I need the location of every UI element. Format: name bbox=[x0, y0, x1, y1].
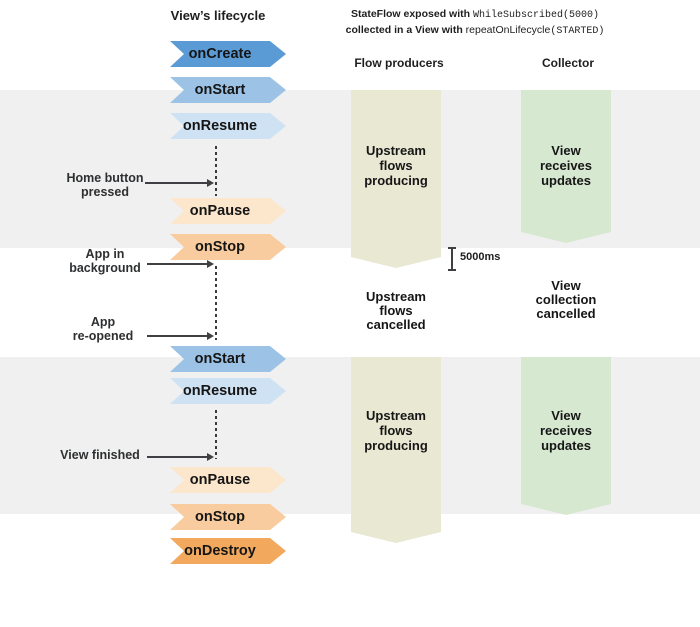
flow-producers-header: Flow producers bbox=[354, 56, 444, 70]
chevron-onstart-2: onStart bbox=[170, 346, 286, 372]
lifecycle-title: View’s lifecycle bbox=[170, 8, 266, 23]
arrowhead-icon bbox=[207, 178, 214, 187]
collector-flow-column-2 bbox=[521, 357, 611, 515]
dotted-connector-1 bbox=[215, 146, 217, 196]
timeout-ruler-line bbox=[451, 248, 453, 270]
collector-header: Collector bbox=[541, 56, 594, 70]
stateflow-title-line2: collected in a View with repeatOnLifecyc… bbox=[345, 24, 605, 37]
annotation-view-finished: View finished bbox=[60, 448, 140, 462]
collector-flow-column-1 bbox=[521, 90, 611, 243]
chevron-onstart-1: onStart bbox=[170, 77, 286, 103]
state-upstream-producing-1: Upstream flows producing bbox=[364, 143, 428, 188]
arrowhead-icon bbox=[207, 452, 214, 461]
annotation-app-in-background: App in background bbox=[69, 247, 141, 275]
stateflow-title: StateFlow exposed with WhileSubscribed(5… bbox=[330, 7, 620, 39]
state-upstream-producing-2: Upstream flows producing bbox=[364, 408, 428, 453]
chevron-onstop-2: onStop bbox=[170, 504, 286, 530]
state-collection-cancelled: View collection cancelled bbox=[535, 278, 597, 321]
arrowhead-icon bbox=[207, 259, 214, 268]
chevron-oncreate: onCreate bbox=[170, 41, 286, 67]
timeout-ruler-top-cap bbox=[448, 247, 456, 249]
producer-flow-column-2 bbox=[351, 357, 441, 543]
dotted-connector-3 bbox=[215, 410, 217, 459]
state-view-receives-2: View receives updates bbox=[539, 408, 593, 453]
producer-flow-column-1 bbox=[351, 90, 441, 268]
annotation-app-reopened: App re-opened bbox=[72, 315, 134, 343]
state-upstream-cancelled: Upstream flows cancelled bbox=[366, 289, 426, 332]
chevron-onpause-2: onPause bbox=[170, 467, 286, 493]
chevron-ondestroy: onDestroy bbox=[170, 538, 286, 564]
timeout-ruler-bottom-cap bbox=[448, 269, 456, 271]
annotation-arrow-3 bbox=[147, 331, 214, 340]
chevron-onpause-1: onPause bbox=[170, 198, 286, 224]
state-view-receives-1: View receives updates bbox=[539, 143, 593, 188]
annotation-arrow-4 bbox=[147, 452, 214, 461]
arrowhead-icon bbox=[207, 331, 214, 340]
timeout-label: 5000ms bbox=[460, 251, 501, 263]
annotation-home-button-pressed: Home button pressed bbox=[66, 171, 144, 199]
dotted-connector-2 bbox=[215, 266, 217, 340]
annotation-arrow-1 bbox=[145, 178, 214, 187]
annotation-arrow-2 bbox=[147, 259, 214, 268]
chevron-onstop-1: onStop bbox=[170, 234, 286, 260]
stateflow-title-line1: StateFlow exposed with WhileSubscribed(5… bbox=[351, 8, 599, 21]
chevron-onresume-1: onResume bbox=[170, 113, 286, 139]
chevron-onresume-2: onResume bbox=[170, 378, 286, 404]
